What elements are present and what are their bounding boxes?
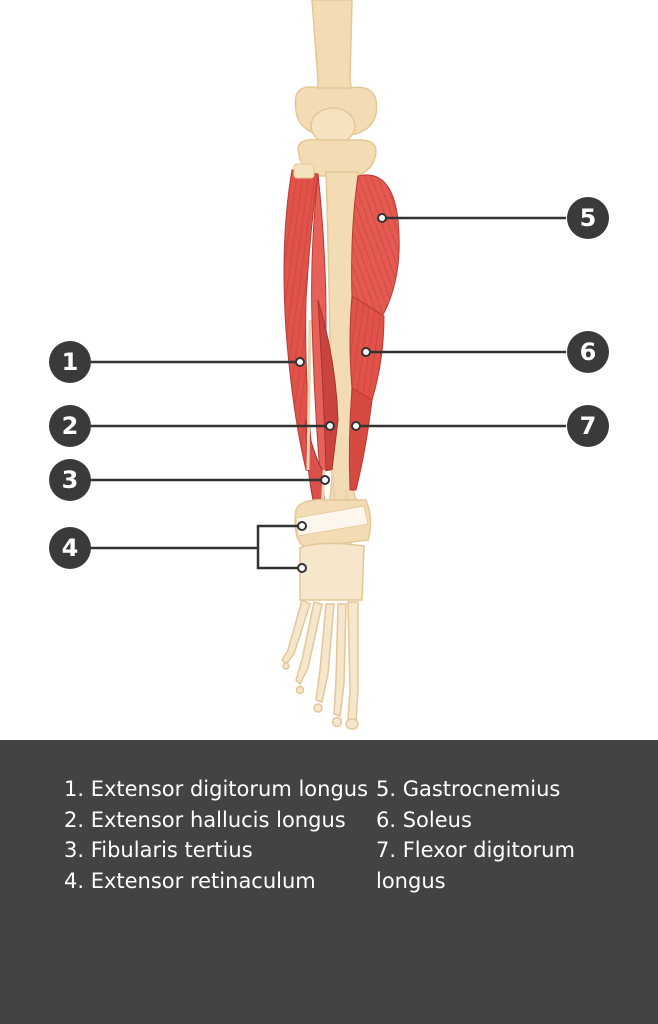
marker-1-label: 1 [62, 348, 79, 376]
marker-4-label: 4 [62, 534, 79, 562]
gastrocnemius-muscle [351, 174, 400, 321]
leader-lines [90, 216, 566, 570]
legend-item-6: 6. Soleus [376, 807, 472, 832]
legend-panel: 1. Extensor digitorum longus 2. Extensor… [0, 740, 658, 1024]
legend-item-7: 7. Flexor digitorum longus [376, 838, 575, 893]
patella-bone [310, 107, 356, 145]
marker-2[interactable]: 2 [49, 405, 91, 447]
leg-anatomy-illustration: 1 2 3 4 5 6 7 [49, 0, 609, 730]
marker-1[interactable]: 1 [49, 341, 91, 383]
legend-item-1: 1. Extensor digitorum longus [64, 777, 369, 801]
marker-6-label: 6 [580, 338, 597, 366]
marker-7[interactable]: 7 [567, 405, 609, 447]
marker-2-label: 2 [62, 412, 79, 440]
marker-3[interactable]: 3 [49, 459, 91, 501]
leader-end-dots [295, 213, 387, 573]
legend-item-4: 4. Extensor retinaculum [64, 868, 316, 893]
marker-4[interactable]: 4 [49, 527, 91, 569]
legend-item-5: 5. Gastrocnemius [376, 777, 561, 801]
legend-column-right: 5. Gastrocnemius 6. Soleus 7. Flexor dig… [376, 774, 636, 896]
foot-bones [281, 542, 365, 730]
marker-5[interactable]: 5 [567, 197, 609, 239]
flexor-digitorum-longus-muscle [348, 387, 373, 491]
legend-item-3: 3. Fibularis tertius [64, 838, 253, 862]
marker-6[interactable]: 6 [567, 331, 609, 373]
fibula-head [293, 163, 315, 179]
marker-3-label: 3 [62, 466, 79, 494]
marker-5-label: 5 [580, 204, 597, 232]
marker-7-label: 7 [580, 412, 597, 440]
legend-column-left: 1. Extensor digitorum longus 2. Extensor… [64, 774, 376, 896]
legend-item-2: 2. Extensor hallucis longus [64, 807, 346, 832]
